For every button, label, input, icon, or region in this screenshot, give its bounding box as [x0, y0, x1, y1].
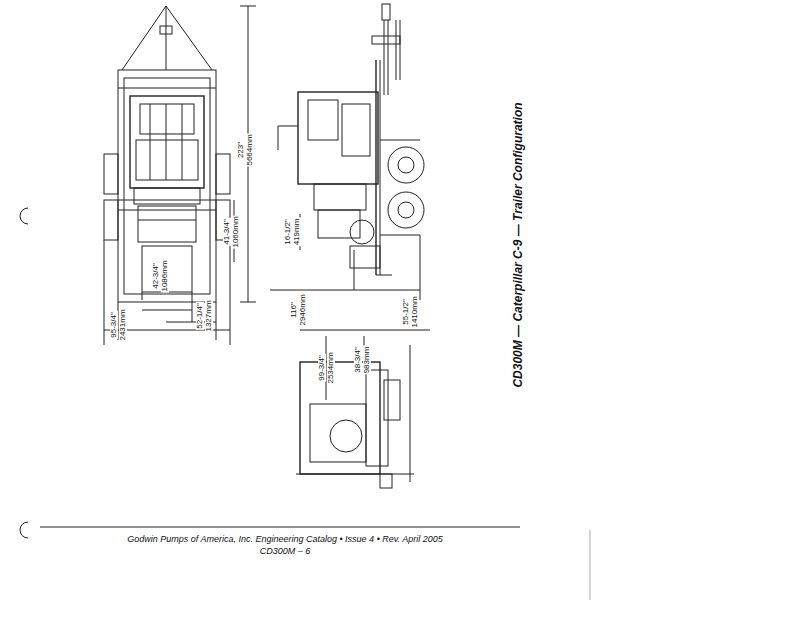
page-rule — [40, 527, 520, 528]
dimension-label: 2431mm — [119, 308, 127, 341]
dimension-label: 1327mm — [205, 299, 213, 332]
dimension-label: 95-3/4" — [110, 311, 118, 339]
side-view — [270, 4, 424, 320]
dimension-label: 2534mm — [327, 351, 335, 384]
dimension-label: 42-3/4" — [152, 262, 160, 290]
dimension-label: 2946mm — [299, 293, 307, 326]
punch-mark — [20, 208, 28, 224]
dimension-label: 1410mm — [411, 295, 419, 328]
dimension-label: 116" — [290, 301, 298, 319]
page-rule — [590, 530, 591, 600]
top-view — [104, 6, 256, 345]
dimension-label: 1086mm — [161, 259, 169, 292]
dimension-label: 52-1/4" — [196, 302, 204, 330]
dimension-label: 983mm — [363, 346, 371, 375]
dimension-label: 1060mm — [232, 215, 240, 248]
dimension-label: 419mm — [293, 218, 301, 247]
dimension-label: 38-3/4" — [354, 346, 362, 374]
dimension-label: 223" — [237, 141, 245, 159]
dimension-label: 41-3/4" — [223, 218, 231, 246]
dimension-label: 55-1/2" — [402, 298, 410, 326]
dimension-label: 5664mm — [246, 133, 254, 166]
dimension-label: 99-3/4" — [318, 354, 326, 382]
footer-text: CD300M – 6 — [259, 547, 312, 556]
page-title: CD300M — Caterpillar C-9 — Trailer Confi… — [511, 102, 525, 387]
punch-mark — [20, 522, 28, 538]
rear-view — [296, 330, 430, 488]
footer-text: Godwin Pumps of America, Inc. Engineerin… — [126, 535, 444, 544]
dimension-label: 16-1/2" — [284, 218, 292, 246]
